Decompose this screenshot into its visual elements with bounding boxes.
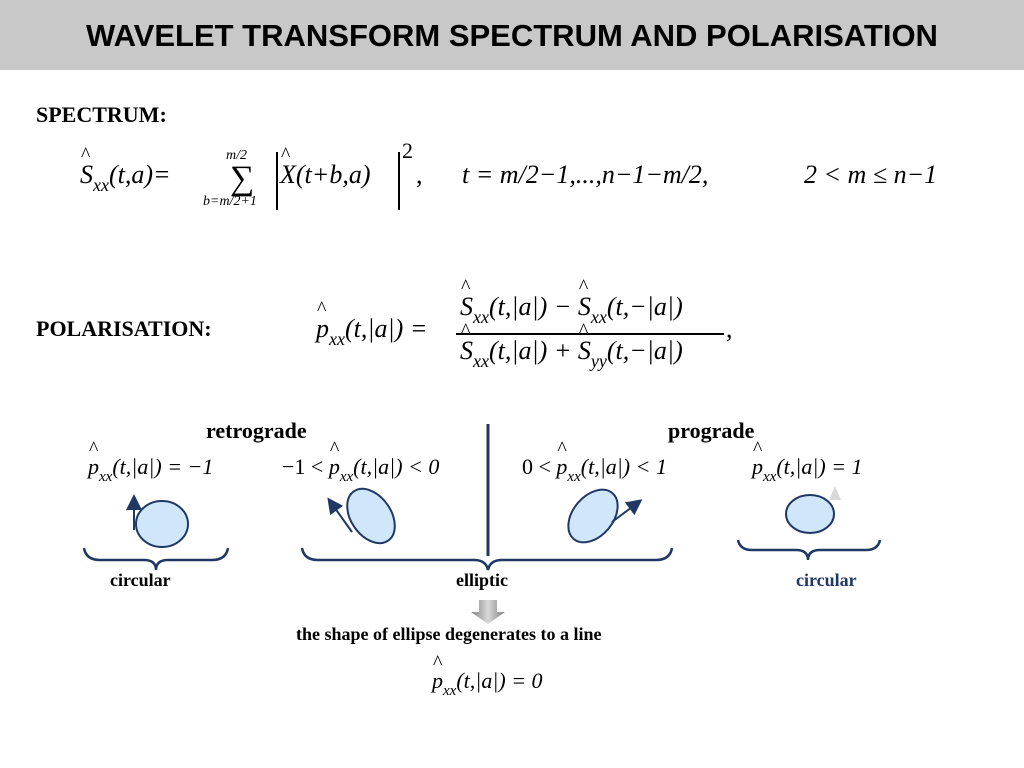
polarisation-trailing-comma: , bbox=[726, 314, 733, 343]
case4-suffix: (t,|a|) = 1 bbox=[776, 454, 863, 479]
spectrum-lhs: Sxx(t,a)= bbox=[80, 144, 171, 195]
den-term-a-sub: xx bbox=[473, 351, 489, 371]
case4-symbol: p bbox=[752, 438, 763, 480]
den-term-b-symbol: S bbox=[578, 320, 591, 366]
zero-case-expr: pxx(t,|a|) = 0 bbox=[432, 652, 543, 699]
den-term-b-args: (t,−|a|) bbox=[606, 336, 683, 365]
spectrum-lhs-sub: xx bbox=[93, 175, 109, 195]
polarisation-lhs: pxx(t,|a|) = bbox=[316, 298, 428, 349]
case3-prefix: 0 < bbox=[522, 454, 557, 479]
degenerate-line-text: the shape of ellipse degenerates to a li… bbox=[296, 624, 602, 644]
brace-elliptic bbox=[300, 547, 674, 571]
case3-symbol: p bbox=[556, 438, 567, 480]
case2-suffix: (t,|a|) < 0 bbox=[353, 454, 440, 479]
case-elliptic-prograde-expr: 0 < pxx(t,|a|) < 1 bbox=[522, 438, 667, 485]
ellipse-prograde-shape bbox=[567, 488, 619, 544]
num-term-b-sub: xx bbox=[590, 307, 607, 327]
ellipse-prograde-arrow bbox=[611, 499, 643, 523]
page-title: WAVELET TRANSFORM SPECTRUM AND POLARISAT… bbox=[86, 18, 938, 53]
fraction-bar bbox=[456, 333, 724, 335]
polarisation-lhs-sub: xx bbox=[329, 329, 345, 349]
spectrum-abs-content: X(t+b,a) bbox=[280, 144, 371, 190]
sum-lower-limit: b=m/2+1 bbox=[203, 194, 257, 209]
sum-symbol: ∑ bbox=[230, 160, 255, 197]
polarisation-denominator: Sxx(t,|a|) + Syy(t,−|a|) bbox=[460, 320, 683, 371]
zero-case-sub: xx bbox=[443, 683, 457, 699]
case2-prefix: −1 < bbox=[282, 454, 329, 479]
spectrum-lhs-args: (t,a)= bbox=[108, 160, 171, 189]
case-elliptic-retrograde-expr: −1 < pxx(t,|a|) < 0 bbox=[282, 438, 440, 485]
den-term-a-symbol: S bbox=[460, 320, 473, 366]
spectrum-comma: , bbox=[416, 160, 423, 189]
prograde-label: prograde bbox=[668, 418, 755, 443]
case1-symbol: p bbox=[88, 438, 99, 480]
case4-sub: xx bbox=[763, 469, 777, 485]
spectrum-heading: SPECTRUM: bbox=[36, 102, 167, 127]
zero-case-suffix: (t,|a|) = 0 bbox=[456, 668, 543, 693]
polarisation-lhs-symbol: p bbox=[316, 298, 329, 344]
spectrum-range: t = m/2−1,...,n−1−m/2, bbox=[462, 160, 709, 189]
circular-label-right: circular bbox=[796, 570, 857, 590]
spectrum-power: 2 bbox=[402, 138, 413, 163]
case2-symbol: p bbox=[329, 438, 340, 480]
ellipse-retrograde-shape bbox=[346, 487, 396, 545]
spectrum-lhs-symbol: S bbox=[80, 144, 93, 190]
circle-prograde-arrow bbox=[829, 486, 841, 500]
case3-suffix: (t,|a|) < 1 bbox=[580, 454, 667, 479]
brace-circular-right bbox=[736, 539, 882, 561]
abs-bar-left bbox=[276, 152, 278, 210]
polarisation-lhs-args: (t,|a|) = bbox=[344, 314, 428, 343]
case1-sub: xx bbox=[99, 469, 113, 485]
den-term-a-args: (t,|a|) + bbox=[488, 336, 572, 365]
case-circular-prograde-expr: pxx(t,|a|) = 1 bbox=[752, 438, 863, 485]
case3-sub: xx bbox=[567, 469, 581, 485]
abs-bar-right bbox=[398, 152, 400, 210]
spectrum-condition: 2 < m ≤ n−1 bbox=[804, 160, 938, 189]
spectrum-abs-symbol: X bbox=[280, 144, 296, 190]
elliptic-label: elliptic bbox=[456, 570, 508, 590]
spectrum-abs-args: (t+b,a) bbox=[295, 160, 371, 189]
case1-suffix: (t,|a|) = −1 bbox=[112, 454, 214, 479]
circle-retrograde-shape bbox=[135, 500, 189, 548]
num-term-b-args: (t,−|a|) bbox=[606, 292, 683, 321]
sum-upper-limit: m/2 bbox=[226, 148, 247, 163]
title-bar bbox=[0, 0, 1024, 70]
case2-sub: xx bbox=[339, 469, 354, 485]
num-term-a-sub: xx bbox=[473, 307, 489, 327]
num-term-a-args: (t,|a|) − bbox=[488, 292, 572, 321]
zero-case-symbol: p bbox=[432, 652, 443, 694]
circular-label-left: circular bbox=[110, 570, 171, 590]
polarisation-heading: POLARISATION: bbox=[36, 316, 212, 341]
degenerate-down-arrow bbox=[471, 600, 505, 624]
circle-prograde-shape bbox=[785, 494, 835, 534]
den-term-b-sub: yy bbox=[590, 351, 607, 371]
case-circular-retrograde-expr: pxx(t,|a|) = −1 bbox=[88, 438, 214, 485]
polarisation-numerator: Sxx(t,|a|) − Sxx(t,−|a|) bbox=[460, 276, 683, 327]
brace-circular-left bbox=[82, 547, 230, 571]
ellipse-retrograde-arrow bbox=[327, 497, 353, 533]
retrograde-label: retrograde bbox=[206, 418, 307, 443]
num-term-b-symbol: S bbox=[578, 276, 591, 322]
num-term-a-symbol: S bbox=[460, 276, 473, 322]
